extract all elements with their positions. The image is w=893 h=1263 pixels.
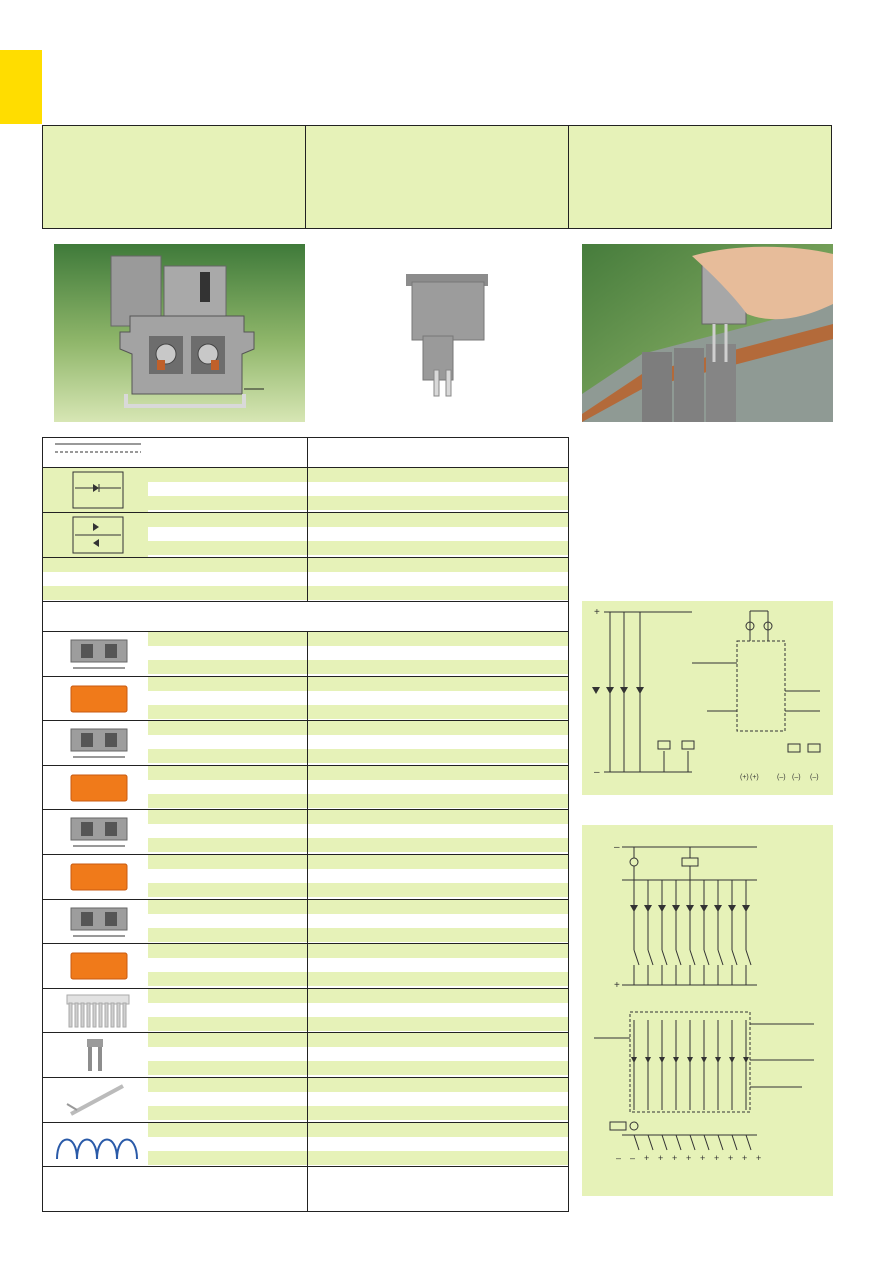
terminal-block-icon	[43, 810, 148, 854]
table-row	[43, 558, 568, 602]
diode-column	[672, 880, 682, 1151]
operating-tool-icon	[43, 1078, 148, 1122]
bottom-label: +	[742, 1153, 747, 1163]
terminal-block-with-fuse-photo	[54, 244, 305, 422]
product-table	[42, 437, 569, 1212]
wire-jumper-icon	[43, 1122, 148, 1167]
bottom-label: (–)	[810, 774, 819, 781]
plug-insertion-photo	[582, 244, 833, 422]
table-row	[43, 721, 568, 766]
circuit-diagram: + – (+) (+) (–) (–) (–)	[592, 607, 821, 781]
bottom-label: (+)	[750, 774, 759, 781]
legend-lines	[55, 443, 141, 453]
table-row	[43, 468, 568, 513]
double-diode-symbol-icon	[72, 516, 124, 554]
terminal-block-icon	[43, 721, 148, 765]
bottom-label: –	[616, 1153, 621, 1163]
diode-column	[714, 880, 724, 1151]
orange-end-plate-icon	[43, 765, 148, 810]
bottom-label: +	[700, 1153, 705, 1163]
bottom-label: +	[756, 1153, 761, 1163]
wiring-diagram-top: + – (+) (+) (–) (–) (–)	[582, 601, 833, 795]
table-footer-row	[43, 1167, 568, 1212]
header-table	[42, 125, 832, 229]
orange-end-plate-icon	[43, 944, 148, 988]
section-marker-tab	[0, 50, 42, 124]
bottom-label: –	[630, 1153, 635, 1163]
minus-label: –	[594, 767, 600, 778]
table-row	[43, 632, 568, 677]
table-row	[43, 855, 568, 900]
plus-label: +	[614, 980, 620, 991]
bottom-label: +	[658, 1153, 663, 1163]
bottom-label: +	[672, 1153, 677, 1163]
wiring-diagram-bottom: – + ––+++++++++	[582, 825, 833, 1196]
diode-symbol-icon	[72, 471, 124, 509]
diode-column	[658, 880, 668, 1151]
diode-symbol-cell	[43, 513, 148, 557]
comb-jumper-icon	[43, 988, 148, 1033]
orange-end-plate-icon	[43, 676, 148, 721]
bottom-label: +	[686, 1153, 691, 1163]
table-row	[43, 899, 568, 945]
table-row	[43, 1078, 568, 1123]
bottom-label: (+)	[740, 774, 749, 781]
bottom-label: (–)	[792, 774, 801, 781]
table-row	[43, 1033, 568, 1078]
header-cell	[306, 126, 569, 228]
table-row	[43, 1122, 568, 1168]
terminal-block-icon	[43, 899, 148, 944]
diode-column	[742, 880, 752, 1151]
jumper-icon	[43, 1033, 148, 1077]
circuit-diagram: – + ––+++++++++	[594, 842, 814, 1163]
bottom-label: +	[714, 1153, 719, 1163]
table-header-row	[43, 438, 568, 468]
diode-symbol-cell	[43, 468, 148, 512]
diode-column	[700, 880, 710, 1151]
component-plug-photo	[318, 244, 569, 422]
header-cell	[43, 126, 306, 228]
bottom-label: (–)	[777, 774, 786, 781]
accessories-heading-row	[43, 602, 568, 632]
table-row	[43, 988, 568, 1034]
terminal-block-icon	[43, 632, 148, 676]
diode-column	[686, 880, 696, 1151]
bottom-label: +	[728, 1153, 733, 1163]
diode-column	[728, 880, 738, 1151]
plus-label: +	[594, 607, 600, 618]
minus-label: –	[614, 842, 620, 853]
table-row	[43, 513, 568, 558]
table-row	[43, 676, 568, 722]
diode-column	[630, 880, 640, 1151]
table-row	[43, 810, 568, 855]
diode-column	[644, 880, 654, 1151]
table-row	[43, 944, 568, 989]
orange-end-plate-icon	[43, 855, 148, 899]
header-cell	[569, 126, 831, 228]
bottom-label: +	[644, 1153, 649, 1163]
table-row	[43, 765, 568, 811]
